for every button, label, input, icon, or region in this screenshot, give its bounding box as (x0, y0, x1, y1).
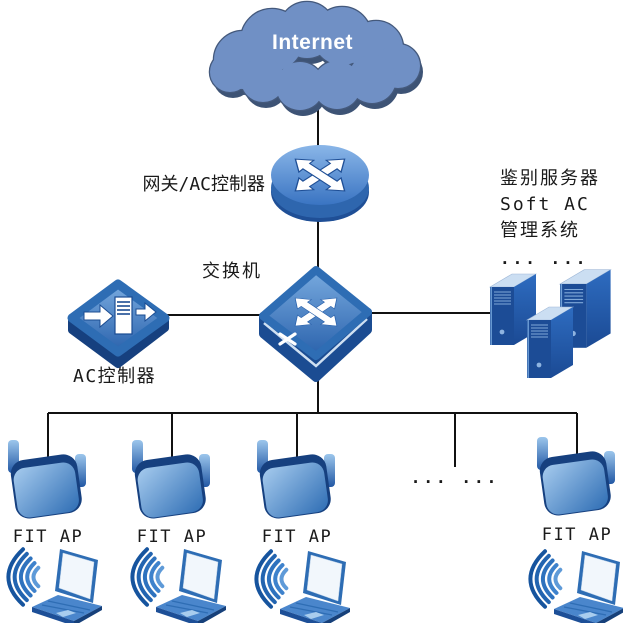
access-point-row (8, 437, 615, 521)
internet-label: Internet (271, 31, 353, 54)
auth-server-caption-line3: 管理系统 (500, 220, 580, 241)
arrow-right-icon (83, 303, 114, 329)
server-tower-icon (526, 306, 574, 379)
ap-row-ellipsis: ... ... (410, 468, 500, 487)
wireless-laptop-icon (528, 549, 623, 623)
fit-ap-label: FIT AP (12, 527, 84, 547)
auth-server-caption: 鉴别服务器 Soft AC 管理系统 ... ... (500, 166, 600, 272)
cloud-icon (208, 0, 423, 116)
fit-ap-label: FIT AP (136, 527, 208, 547)
ac-controller-label: AC控制器 (73, 366, 157, 387)
wireless-laptop-icon (130, 547, 228, 623)
wireless-laptop-icon (6, 547, 104, 623)
fit-ap-label: FIT AP (541, 525, 613, 545)
server-towers-icon (489, 268, 612, 379)
arrow-right-icon (135, 301, 157, 323)
router-icon (271, 145, 369, 222)
wireless-laptop-icon (254, 549, 352, 623)
fit-ap-label: FIT AP (261, 527, 333, 547)
switch-front-glyph (278, 332, 297, 346)
ac-device-icon (67, 279, 170, 368)
gateway-ac-controller-label: 网关/AC控制器 (142, 174, 265, 195)
wireless-client-row (6, 547, 623, 623)
auth-server-ellipsis: ... ... (500, 249, 589, 268)
switch-label: 交换机 (202, 261, 262, 282)
auth-server-caption-line1: 鉴别服务器 (500, 168, 600, 189)
switch-icon (259, 266, 372, 382)
auth-server-caption-line2: Soft AC (500, 194, 590, 215)
